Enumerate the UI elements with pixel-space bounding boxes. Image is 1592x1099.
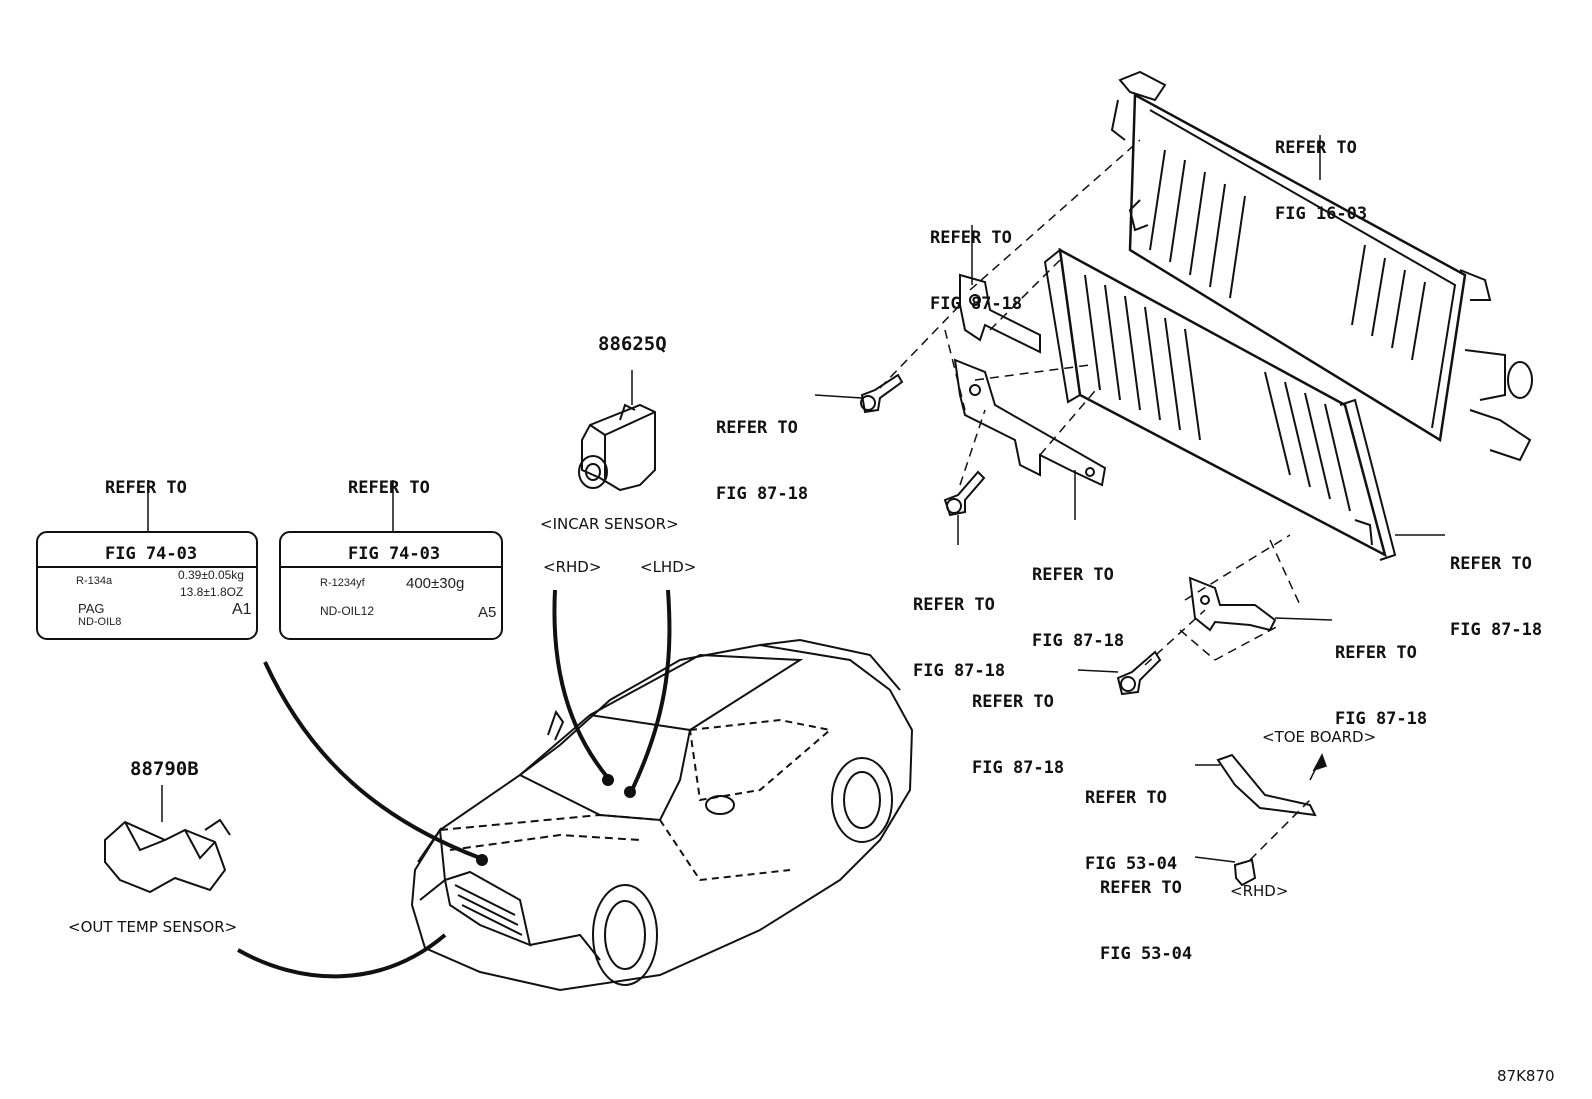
label1-oil: ND-OIL8 (78, 616, 122, 628)
incar-sensor-caption: <INCAR SENSOR> (540, 515, 679, 533)
part-number-88790b: 88790B (130, 758, 199, 780)
clip (1233, 858, 1257, 887)
ref-line1: REFER TO (1275, 138, 1357, 158)
condenser (1043, 247, 1397, 561)
label2-code: A5 (478, 604, 497, 621)
ref-line1: REFER TO (716, 418, 798, 438)
ref-fig-87-18-right: REFER TO FIG 87-18 (1450, 509, 1542, 663)
out-temp-sensor-caption: <OUT TEMP SENSOR> (68, 918, 238, 936)
ref-fig-87-18-mid: REFER TO FIG 87-18 (1032, 520, 1124, 674)
ref-line1: REFER TO (105, 478, 187, 498)
rhd-caption: <RHD> (543, 558, 602, 576)
part-number-88625q: 88625Q (598, 333, 667, 355)
ref-fig-74-03-b: REFER TO FIG 74-03 (348, 433, 440, 587)
ref-line2: FIG 74-03 (348, 544, 441, 564)
ref-fig-53-04-b: REFER TO FIG 53-04 (1100, 833, 1192, 987)
ref-line1: REFER TO (972, 692, 1054, 712)
ref-line1: REFER TO (930, 228, 1012, 248)
ref-fig-16-03: REFER TO FIG 16-03 (1275, 93, 1367, 247)
figure-id: 87K870 (1497, 1067, 1555, 1085)
ref-line2: FIG 53-04 (1100, 944, 1193, 964)
label1-code: A1 (232, 601, 252, 618)
ref-line1: REFER TO (1335, 643, 1417, 663)
ref-line1: REFER TO (1100, 878, 1182, 898)
ref-line2: FIG 87-18 (972, 758, 1065, 778)
ref-line1: REFER TO (1085, 788, 1167, 808)
ref-line2: FIG 53-04 (1085, 854, 1178, 874)
radiator (1110, 70, 1533, 462)
bolt-1 (860, 373, 904, 414)
ref-line2: FIG 87-18 (716, 484, 809, 504)
ref-fig-74-03-a: REFER TO FIG 74-03 (105, 433, 197, 587)
ref-line2: FIG 87-18 (1335, 709, 1428, 729)
car (410, 638, 914, 992)
ref-fig-53-04-a: REFER TO FIG 53-04 (1085, 743, 1177, 897)
ref-line2: FIG 16-03 (1275, 204, 1368, 224)
ref-line2: FIG 87-18 (1450, 620, 1543, 640)
incar-sensor (578, 403, 656, 492)
ref-fig-87-18-bolt: REFER TO FIG 87-18 (716, 373, 808, 527)
label2-amount: 400±30g (406, 575, 465, 592)
toe-board-caption: <TOE BOARD> (1262, 728, 1377, 746)
rhd-small-caption: <RHD> (1230, 882, 1289, 900)
lower-bracket (1188, 576, 1277, 632)
label1-amount-kg: 0.39±0.05kg (178, 568, 244, 582)
ref-fig-87-18-top: REFER TO FIG 87-18 (930, 183, 1022, 337)
ref-line1: REFER TO (348, 478, 430, 498)
label-plate-2 (279, 531, 503, 640)
ref-line2: FIG 87-18 (913, 661, 1006, 681)
label-plate-1 (36, 531, 258, 640)
toe-board-bracket (1216, 753, 1317, 817)
ref-line1: REFER TO (913, 595, 995, 615)
middle-bracket (953, 358, 1107, 487)
label1-oil-type: PAG (78, 601, 105, 616)
label1-amount-oz: 13.8±1.8OZ (180, 585, 244, 599)
bolt-3 (1116, 650, 1162, 696)
label1-refrigerant: R-134a (76, 575, 113, 587)
label2-refrigerant: R-1234yf (320, 577, 365, 589)
ref-fig-87-18-bolt3: REFER TO FIG 87-18 (972, 647, 1064, 801)
dashed-guides (879, 139, 1311, 861)
bolt-2 (943, 470, 986, 517)
ref-line2: FIG 74-03 (105, 544, 198, 564)
ref-line1: REFER TO (1032, 565, 1114, 585)
label2-oil: ND-OIL12 (320, 604, 375, 618)
pointer-curves (237, 589, 672, 979)
ref-line2: FIG 87-18 (930, 294, 1023, 314)
out-temp-sensor (104, 818, 231, 894)
ref-line1: REFER TO (1450, 554, 1532, 574)
upper-bracket (959, 273, 1041, 354)
leaders (147, 135, 1445, 863)
ref-fig-87-18-bolt2: REFER TO FIG 87-18 (913, 550, 1005, 704)
lhd-caption: <LHD> (640, 558, 697, 576)
ref-fig-87-18-lower: REFER TO FIG 87-18 (1335, 598, 1427, 752)
ref-line2: FIG 87-18 (1032, 631, 1125, 651)
